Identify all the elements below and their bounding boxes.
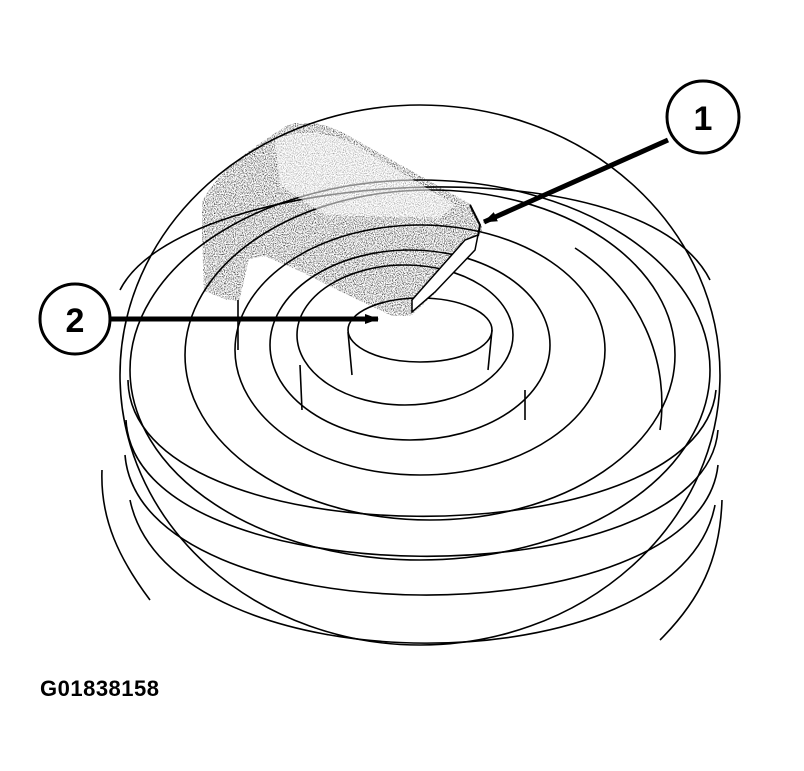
gasket-ring-4 bbox=[129, 499, 716, 644]
gasket-ring-3 bbox=[124, 454, 719, 596]
ground-electrode-shape bbox=[200, 122, 484, 318]
ground-electrode-top-face bbox=[275, 132, 455, 218]
gasket-ring-2 bbox=[125, 419, 719, 558]
shell-outer-curve-right bbox=[659, 499, 723, 641]
callout-2: 2 bbox=[38, 282, 379, 356]
ground-electrode bbox=[200, 122, 484, 318]
shell-outer-curve bbox=[101, 469, 151, 601]
callout-2-number: 2 bbox=[66, 302, 85, 340]
callout-1: 1 bbox=[482, 79, 741, 225]
ground-electrode-edge bbox=[469, 204, 482, 237]
center-electrode-top bbox=[347, 297, 493, 363]
callout-1-arrow bbox=[482, 137, 670, 225]
ground-electrode-end-face bbox=[411, 233, 480, 314]
figure-code: G01838158 bbox=[40, 676, 160, 701]
gasket-ring-1 bbox=[127, 379, 717, 518]
outer-ring bbox=[119, 104, 721, 646]
callout-1-circle bbox=[665, 79, 741, 155]
callout-1-number: 1 bbox=[694, 100, 713, 138]
callout-2-circle bbox=[38, 282, 112, 356]
insulator-verticals bbox=[237, 300, 526, 420]
center-electrode-side bbox=[347, 329, 493, 376]
shell-right-edge bbox=[574, 247, 663, 431]
